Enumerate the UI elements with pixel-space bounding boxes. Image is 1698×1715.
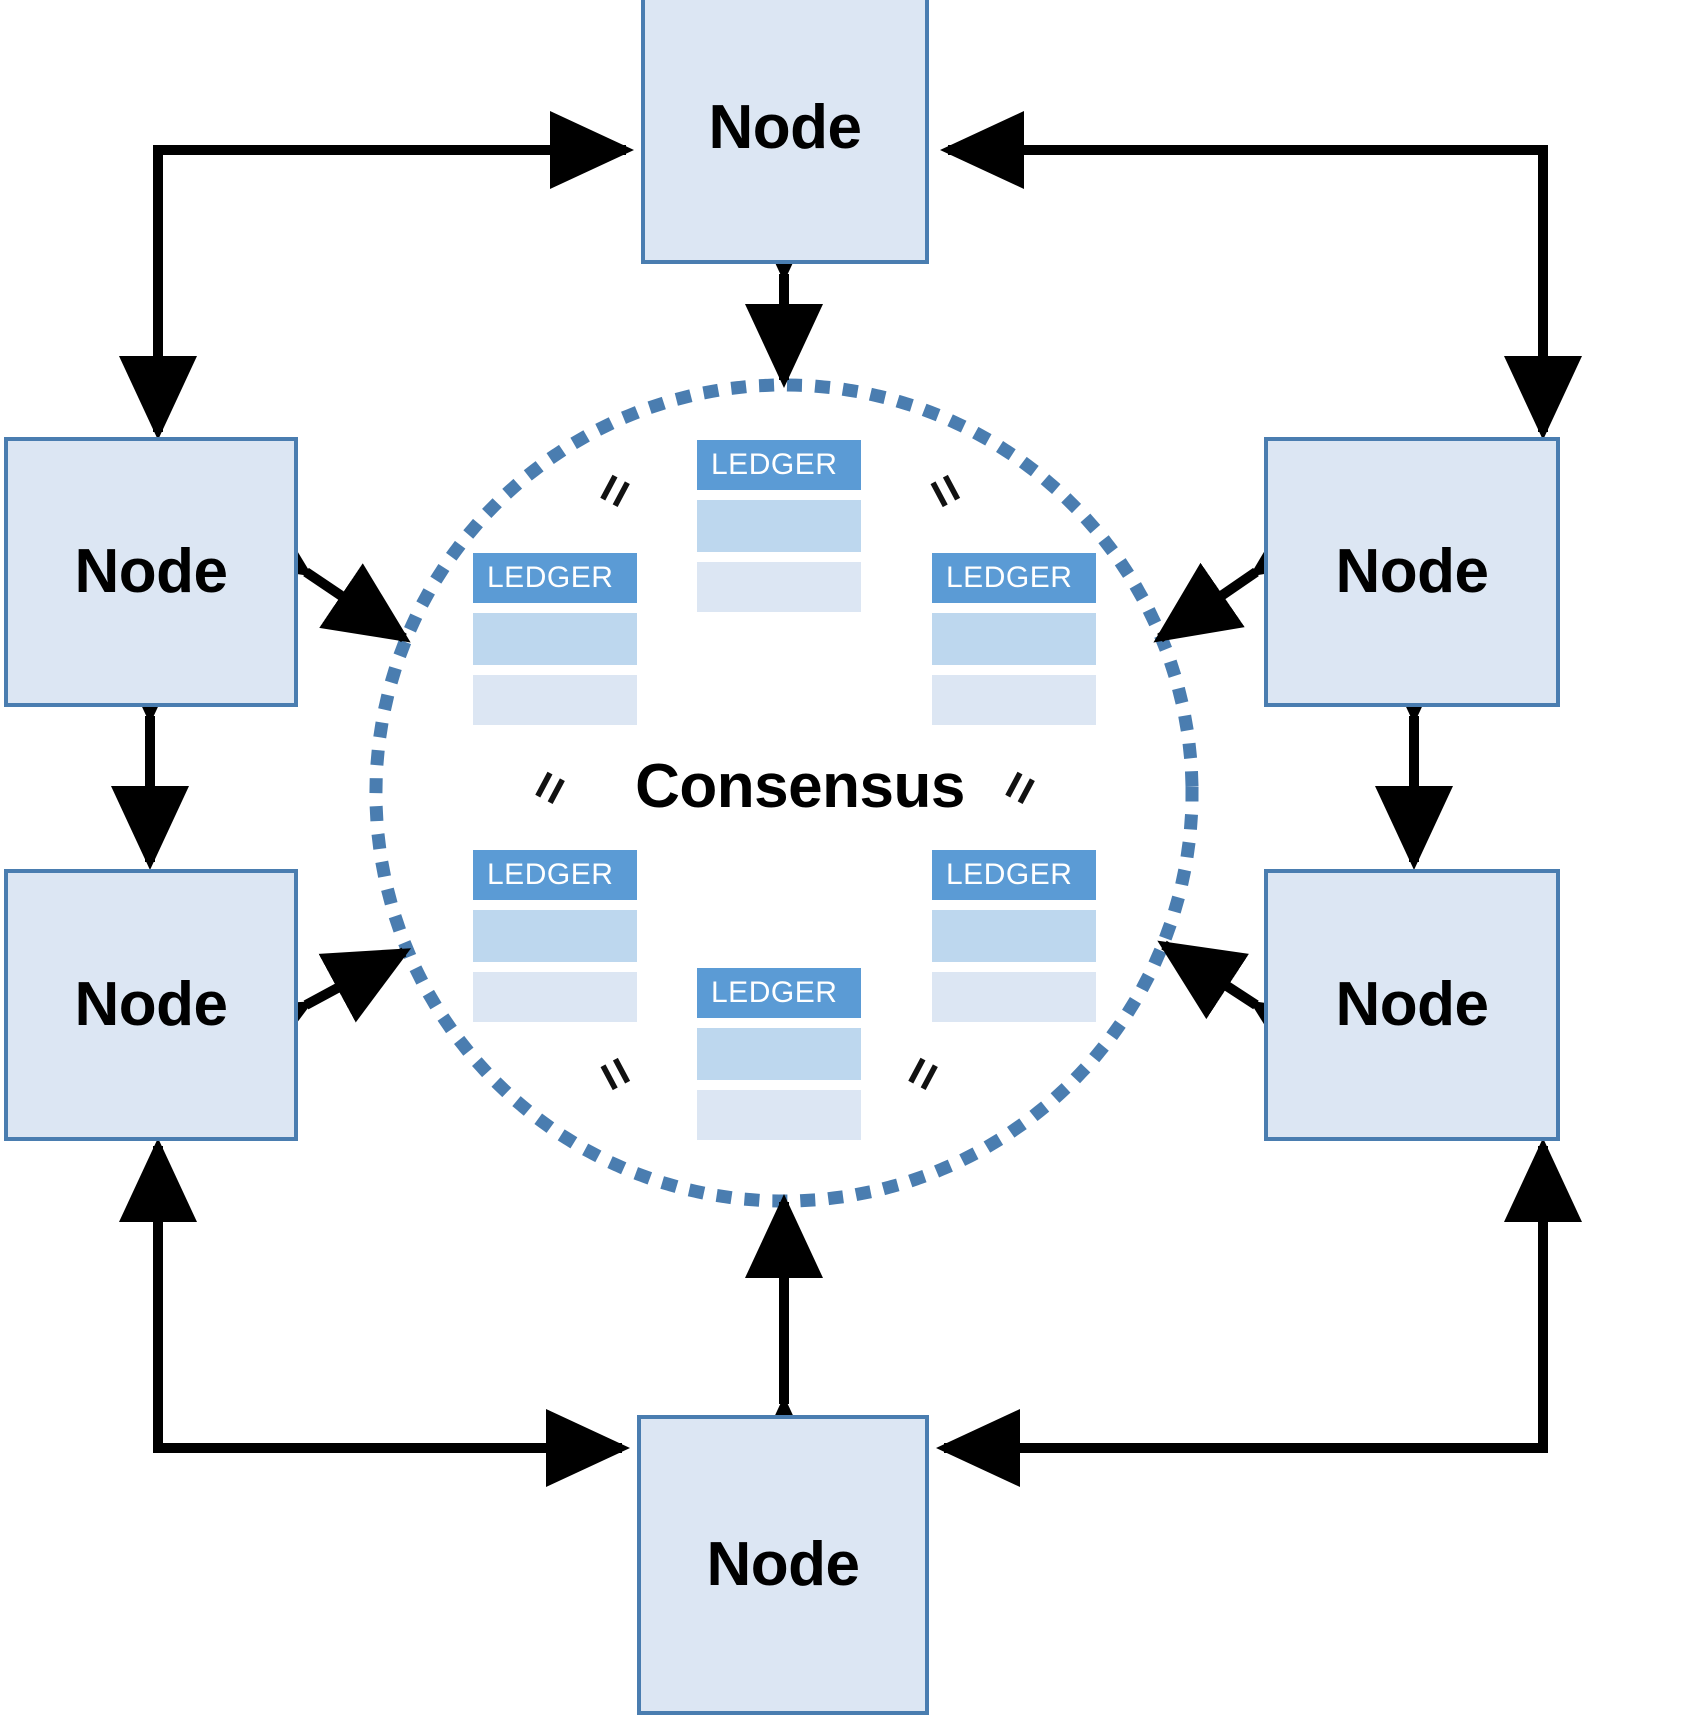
ledger-row-2 bbox=[473, 675, 637, 725]
arrow-right2-consensus bbox=[1157, 940, 1341, 1080]
node-label: Node bbox=[74, 537, 229, 606]
ledger-header: LEDGER bbox=[473, 850, 637, 900]
node-box-bottom[interactable]: Node bbox=[637, 1415, 929, 1715]
node-box-lower-left[interactable]: Node bbox=[4, 869, 298, 1141]
ledger-row-1 bbox=[473, 613, 637, 665]
node-label: Node bbox=[708, 93, 863, 162]
node-box-upper-left[interactable]: Node bbox=[4, 437, 298, 707]
ledger-row-1 bbox=[697, 500, 861, 552]
ledger-header: LEDGER bbox=[473, 553, 637, 603]
ledger-row-1 bbox=[932, 613, 1096, 665]
ledger-card-bottom[interactable]: LEDGER bbox=[697, 968, 861, 1140]
arrow-right1-consensus bbox=[1153, 496, 1341, 643]
node-label: Node bbox=[74, 970, 229, 1039]
arrow-right2-to-bottom bbox=[935, 1146, 1548, 1487]
ledger-row-1 bbox=[932, 910, 1096, 962]
ledger-header: LEDGER bbox=[932, 850, 1096, 900]
arrow-right1-to-top bbox=[939, 111, 1548, 432]
ledger-card-lower-left[interactable]: LEDGER bbox=[473, 850, 637, 1022]
ledger-card-upper-right[interactable]: LEDGER bbox=[932, 553, 1096, 725]
arrow-left2-to-bottom bbox=[153, 1146, 631, 1487]
ledger-header: LEDGER bbox=[932, 553, 1096, 603]
consensus-label: Consensus bbox=[635, 752, 965, 821]
node-label: Node bbox=[1335, 537, 1490, 606]
ledger-row-2 bbox=[932, 675, 1096, 725]
ledger-card-upper-left[interactable]: LEDGER bbox=[473, 553, 637, 725]
node-box-top[interactable]: Node bbox=[641, 0, 929, 264]
ledger-card-lower-right[interactable]: LEDGER bbox=[932, 850, 1096, 1022]
ledger-row-2 bbox=[473, 972, 637, 1022]
node-box-upper-right[interactable]: Node bbox=[1264, 437, 1560, 707]
ledger-row-1 bbox=[697, 1028, 861, 1080]
arrow-left1-consensus bbox=[221, 497, 411, 643]
arrow-left1-to-top bbox=[153, 111, 635, 432]
ledger-row-2 bbox=[697, 562, 861, 612]
ledger-row-1 bbox=[473, 910, 637, 962]
ledger-row-2 bbox=[697, 1090, 861, 1140]
node-box-lower-right[interactable]: Node bbox=[1264, 869, 1560, 1141]
node-label: Node bbox=[706, 1530, 861, 1599]
node-label: Node bbox=[1335, 970, 1490, 1039]
ledger-header: LEDGER bbox=[697, 440, 861, 490]
ledger-row-2 bbox=[932, 972, 1096, 1022]
ledger-card-top[interactable]: LEDGER bbox=[697, 440, 861, 612]
arrow-left2-consensus bbox=[220, 947, 412, 1076]
ledger-header: LEDGER bbox=[697, 968, 861, 1018]
